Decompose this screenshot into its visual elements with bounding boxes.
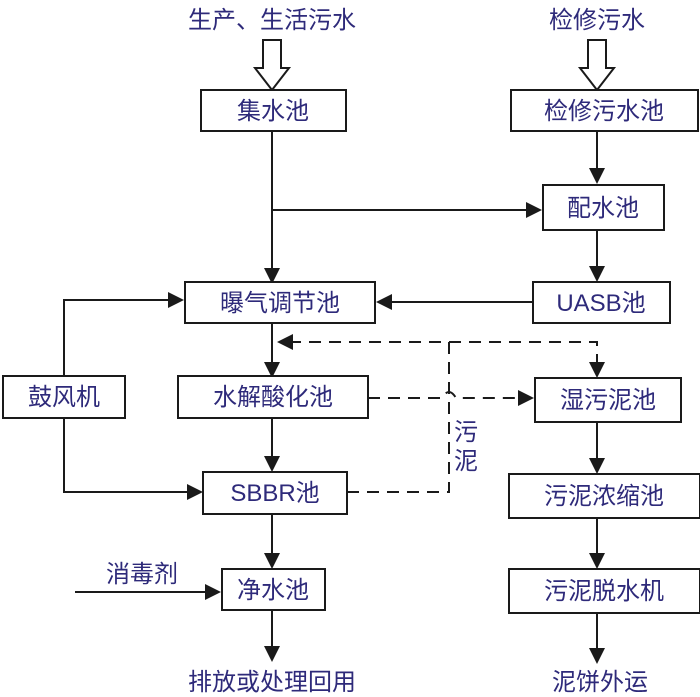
blower-box (2, 375, 126, 419)
uasb-tank-label: UASB池 (556, 290, 645, 317)
maintenance-sewage-tank-label: 检修污水池 (544, 97, 664, 125)
hydrolysis-tank-label: 水解酸化池 (213, 383, 333, 411)
aeration-to-hydrolysis-arrowhead (264, 362, 280, 378)
sludge-thickener-label: 污泥浓缩池 (544, 482, 664, 510)
clean-water-tank-label: 净水池 (237, 576, 309, 604)
hydrolysis-to-wet-sludge-dashed-line (368, 391, 520, 399)
sludge-to-wet-sludge-dashed-line (449, 341, 598, 364)
blower-to-sbbr-arrowhead (187, 484, 203, 500)
wet-sludge-tank-box (534, 377, 682, 423)
sludge-dewatering-box (508, 568, 700, 614)
sbbr-tank-box (202, 471, 348, 515)
wet-sludge-to-thickener-arrowhead (589, 458, 605, 474)
thickener-to-dewatering-arrowhead (589, 553, 605, 569)
disinfectant-arrowhead (205, 584, 221, 600)
sbbr-tank-label: SBBR池 (230, 480, 319, 507)
discharge-label: 排放或处理回用 (188, 668, 356, 696)
sludge-to-wet-sludge-arrowhead (589, 362, 605, 378)
domestic-sewage-input-arrow (252, 39, 292, 92)
sbbr-to-clean-arrowhead (264, 553, 280, 569)
collection-to-mixing-arrowhead (526, 202, 542, 218)
blower-to-aeration-arrowhead (168, 292, 184, 308)
clean-to-discharge-arrowhead (264, 646, 280, 662)
blower-to-sbbr-line (63, 418, 189, 493)
maintenance-sewage-input-arrow (577, 39, 617, 92)
mixing-to-uasb-arrowhead (589, 266, 605, 282)
domestic-sewage-label: 生产、生活污水 (188, 6, 356, 34)
blower-to-aeration-line (63, 299, 170, 376)
maintenance-to-mixing-arrowhead (589, 168, 605, 184)
collection-tank-box (200, 89, 347, 132)
sludge-cake-label: 泥饼外运 (552, 668, 648, 696)
sludge-label-bottom: 泥 (454, 447, 478, 475)
mixing-tank-label: 配水池 (567, 194, 639, 222)
sludge-dewatering-label: 污泥脱水机 (544, 577, 664, 605)
maintenance-sewage-tank-box (510, 89, 699, 132)
clean-water-tank-box (221, 568, 326, 611)
wet-sludge-tank-label: 湿污泥池 (560, 386, 656, 414)
sludge-thickener-box (508, 473, 700, 519)
hydrolysis-to-sbbr-arrowhead (264, 456, 280, 472)
uasb-tank-box (532, 281, 671, 324)
dewatering-to-cake-arrowhead (589, 648, 605, 664)
uasb-to-aeration-arrowhead (376, 294, 392, 310)
mixing-tank-box (542, 184, 665, 231)
sludge-label-top: 污 (454, 418, 478, 446)
sludge-return-arrowhead (277, 334, 293, 350)
blower-label: 鼓风机 (28, 383, 100, 411)
hydrolysis-tank-box (177, 375, 369, 419)
collection-tank-label: 集水池 (237, 97, 309, 125)
aeration-tank-label: 曝气调节池 (220, 289, 340, 317)
disinfectant-label: 消毒剂 (106, 560, 178, 588)
maintenance-sewage-label: 检修污水 (549, 6, 645, 34)
collection-to-aeration-arrowhead (264, 268, 280, 284)
sbbr-sludge-return-dashed-line (291, 341, 450, 493)
aeration-tank-box (184, 281, 376, 324)
hydrolysis-to-wet-sludge-arrowhead (518, 390, 534, 406)
